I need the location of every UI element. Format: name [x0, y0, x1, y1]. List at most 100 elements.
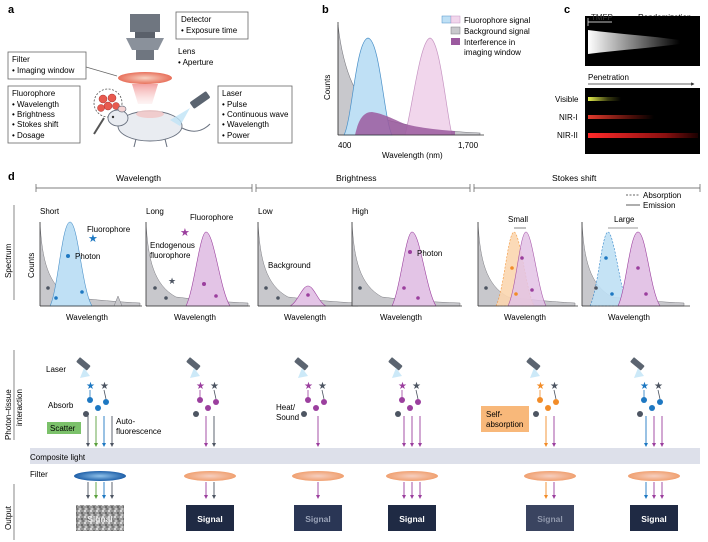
fluorophore-title: Fluorophore	[12, 89, 56, 98]
photon-path	[415, 389, 419, 400]
output-signal-box	[630, 505, 678, 531]
laser-icon	[294, 357, 309, 371]
filter-title: Filter	[12, 55, 30, 64]
panel-b-tick-1700: 1,700	[458, 141, 479, 150]
star-icon: ★	[100, 381, 109, 392]
visible-band	[588, 97, 698, 101]
randomization-label: Randomization	[638, 13, 691, 22]
interference-area	[355, 112, 455, 135]
sub-small: Small	[508, 215, 528, 224]
laser-icon	[388, 357, 403, 371]
photon-scatter-cone	[588, 30, 680, 54]
heat-label-2: Sound	[276, 413, 299, 422]
output-signal-box	[526, 505, 574, 531]
arrow-head	[86, 443, 90, 447]
auto-label-2: fluorescence	[116, 427, 162, 436]
legend-swatch-fluorophore	[441, 15, 452, 24]
fluorophore-box	[7, 85, 81, 144]
laser-icon	[170, 91, 210, 126]
molecule-dot	[395, 411, 401, 417]
molecule-dot	[637, 411, 643, 417]
panel-b-tick-400: 400	[338, 141, 352, 150]
output-signal-text: Signal	[305, 514, 331, 524]
molecule-dot	[553, 399, 559, 405]
arrow-head	[212, 495, 216, 499]
molecule-dot	[301, 411, 307, 417]
annot-fluorophore-long: Fluorophore	[190, 213, 234, 222]
panel-label-d: d	[8, 171, 15, 183]
arrow-head	[660, 443, 664, 447]
header-wavelength: Wavelength	[116, 173, 161, 183]
laser-icon	[186, 357, 201, 371]
filter-lens-icon	[118, 72, 172, 84]
arrow-head	[410, 495, 414, 499]
legend-swatch-fluorophore-2	[450, 15, 461, 24]
molecule-dot	[197, 397, 203, 403]
output-signal-text: Signal	[197, 514, 223, 524]
molecule-dot	[641, 397, 647, 403]
molecule-dot	[193, 411, 199, 417]
star-icon: ★	[168, 276, 176, 286]
star-icon: ★	[536, 381, 545, 392]
camera-icon	[126, 14, 164, 60]
filter-box	[7, 51, 87, 80]
star-icon: ★	[210, 381, 219, 392]
output-signal-box	[186, 505, 234, 531]
molecule-dot	[213, 399, 219, 405]
sub-high: High	[352, 207, 368, 216]
panel-a: a Detector • Exposure time Lens • Apertu…	[7, 4, 293, 148]
lens-item: • Aperture	[178, 58, 214, 67]
arrow-head	[316, 443, 320, 447]
fluorophore-signal-peak	[343, 37, 393, 136]
laser-beam	[190, 368, 200, 378]
star-icon: ★	[640, 381, 649, 392]
laser-item: • Power	[222, 131, 250, 140]
composite-label: Composite light	[30, 453, 86, 462]
laser-beam	[634, 368, 644, 378]
legend-interference-label-2: imaging window	[464, 48, 521, 57]
legend-interference-label: Interference in	[464, 38, 515, 47]
tmfp-label: TMFP	[591, 13, 613, 22]
molecule-dot	[305, 397, 311, 403]
nir1-band	[588, 115, 698, 119]
output-signal-box	[294, 505, 342, 531]
panel-d: d Wavelength Brightness Stokes shift Abs…	[4, 171, 701, 540]
fluorophore-item: • Brightness	[12, 110, 55, 119]
xaxis-wavelength: Wavelength	[380, 313, 422, 322]
laser-beam	[392, 368, 402, 378]
annot-background: Background	[268, 261, 311, 270]
row-nir2-label: NIR-II	[557, 131, 578, 140]
arrow-head	[102, 443, 106, 447]
xaxis-wavelength: Wavelength	[608, 313, 650, 322]
molecule-dot	[537, 397, 543, 403]
photon-path	[321, 389, 325, 400]
arrow-head	[552, 443, 556, 447]
legend-swatch-background	[450, 26, 461, 35]
scatter-badge	[47, 422, 81, 434]
laser-beam	[530, 368, 540, 378]
header-brightness: Brightness	[336, 173, 377, 183]
output-signal-text: Signal	[399, 514, 425, 524]
annot-fluorophore: Fluorophore	[87, 225, 131, 234]
arrow-head	[544, 443, 548, 447]
penetration-label: Penetration	[588, 73, 629, 82]
output-row-label: Output	[4, 505, 13, 530]
legend-swatch-interference	[451, 38, 460, 45]
arrow-head	[316, 495, 320, 499]
arrow-head	[86, 495, 90, 499]
arrow-head	[204, 443, 208, 447]
self-label: Self-	[486, 410, 503, 419]
filter-label: Filter	[30, 470, 48, 479]
legend-emission: Emission	[643, 201, 675, 210]
molecule-dot	[95, 405, 101, 411]
fluorophore-item: • Wavelength	[12, 100, 59, 109]
molecule-dot	[83, 411, 89, 417]
star-icon: ★	[88, 233, 98, 245]
xaxis-wavelength: Wavelength	[66, 313, 108, 322]
nir2-band	[588, 133, 698, 138]
mouse-icon	[107, 105, 211, 148]
output-signal-box	[388, 505, 436, 531]
xaxis-wavelength: Wavelength	[174, 313, 216, 322]
legend-absorption: Absorption	[643, 191, 681, 200]
nir-signal-peak	[404, 37, 453, 136]
